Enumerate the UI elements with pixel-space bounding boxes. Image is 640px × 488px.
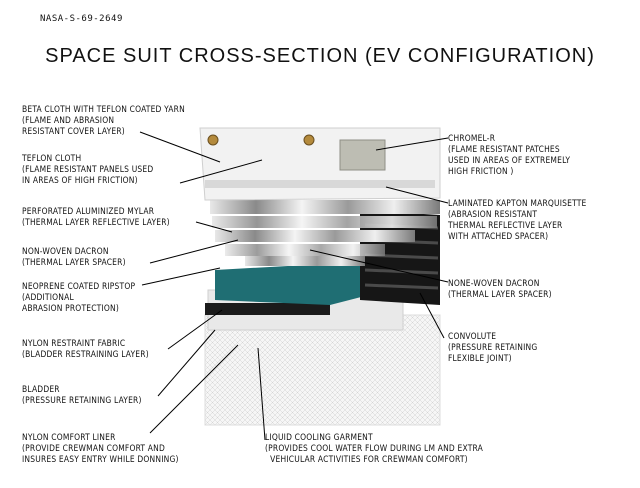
label-aluminized-mylar: PERFORATED ALUMINIZED MYLAR (THERMAL LAY…	[22, 206, 170, 227]
label-bladder: BLADDER (PRESSURE RETAINING LAYER)	[22, 384, 142, 405]
grommet-right	[303, 134, 315, 146]
top-shadow	[205, 180, 435, 188]
label-beta-cloth: BETA CLOTH WITH TEFLON COATED YARN (FLAM…	[22, 104, 185, 136]
thermal-reflective-layers	[210, 200, 440, 266]
neoprene-ripstop-layer	[215, 262, 365, 305]
label-nonwoven-dacron-left: NON-WOVEN DACRON (THERMAL LAYER SPACER)	[22, 246, 126, 267]
nylon-restraint-layer	[205, 303, 330, 315]
label-nylon-restraint: NYLON RESTRAINT FABRIC (BLADDER RESTRAIN…	[22, 338, 149, 359]
document-id: NASA-S-69-2649	[40, 14, 123, 24]
leader-lines	[139, 131, 449, 441]
label-kapton: LAMINATED KAPTON MARQUISETTE (ABRASION R…	[448, 198, 587, 241]
label-cooling-garment: LIQUID COOLING GARMENT (PROVIDES COOL WA…	[265, 432, 483, 464]
cooling-garment-layer	[204, 314, 441, 426]
label-teflon-cloth: TEFLON CLOTH (FLAME RESISTANT PANELS USE…	[22, 153, 154, 185]
label-nonwoven-dacron-right: NONE-WOVEN DACRON (THERMAL LAYER SPACER)	[448, 278, 552, 299]
label-convolute: CONVOLUTE (PRESSURE RETAINING FLEXIBLE J…	[448, 331, 538, 363]
diagram-title: SPACE SUIT CROSS-SECTION (EV CONFIGURATI…	[45, 45, 595, 67]
beta-cloth-layer	[199, 127, 441, 201]
label-neoprene-ripstop: NEOPRENE COATED RIPSTOP (ADDITIONAL ABRA…	[22, 281, 136, 313]
grommet-left	[207, 134, 219, 146]
label-comfort-liner: NYLON COMFORT LINER (PROVIDE CREWMAN COM…	[22, 432, 179, 464]
chromel-r-patch	[339, 139, 386, 171]
label-chromel-r: CHROMEL-R (FLAME RESISTANT PATCHES USED …	[448, 133, 571, 176]
